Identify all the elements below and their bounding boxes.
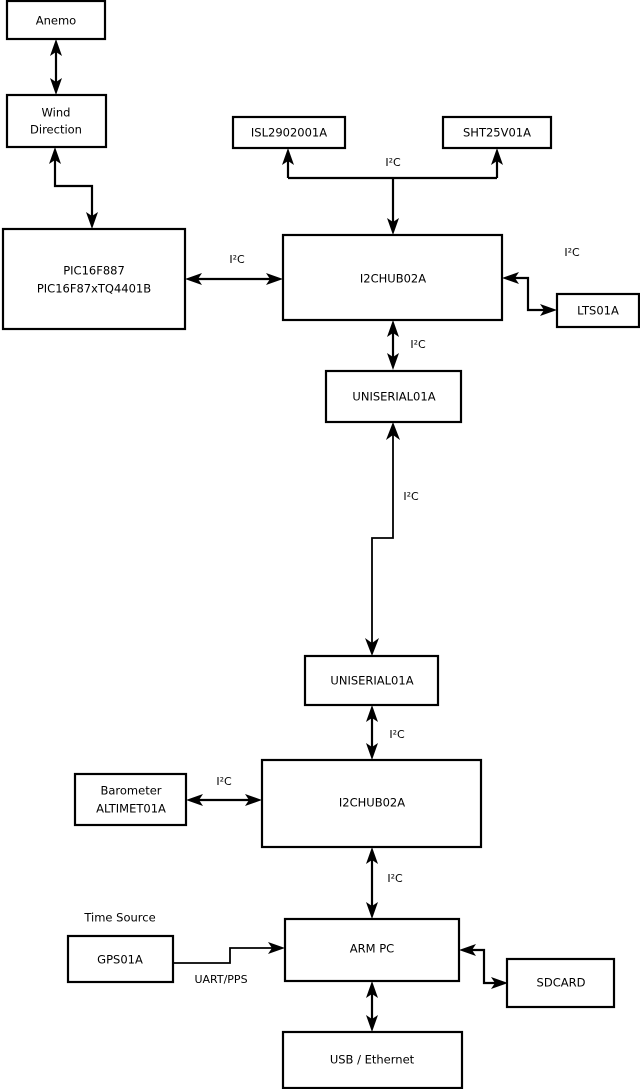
node-sht25v01a[interactable]: SHT25V01A bbox=[441, 115, 553, 150]
node-wind-direction[interactable]: Wind Direction bbox=[5, 93, 108, 149]
node-usb-ethernet[interactable]: USB / Ethernet bbox=[281, 1030, 464, 1089]
node-uniserial01a-lower[interactable]: UNISERIAL01A bbox=[303, 654, 440, 707]
edge-pic-wind-direction bbox=[49, 147, 98, 229]
node-label-isl2902001a: ISL2902001A bbox=[251, 126, 327, 140]
edge-label-gps-to-arm: UART/PPS bbox=[194, 973, 247, 986]
node-sdcard[interactable]: SDCARD bbox=[505, 957, 616, 1009]
node-gps01a[interactable]: GPS01A bbox=[66, 934, 175, 984]
arrow-head-right-icon bbox=[245, 794, 262, 806]
node-barometer[interactable]: Barometer ALTIMET01A bbox=[73, 772, 188, 827]
edge-pic-i2chub-top: I²C bbox=[185, 253, 283, 285]
node-i2chub02a-top[interactable]: I2CHUB02A bbox=[281, 233, 504, 322]
arrow-head-down-icon bbox=[365, 638, 379, 656]
node-label-i2chub02a-bottom: I2CHUB02A bbox=[339, 796, 405, 810]
arrow-head-right-icon bbox=[266, 273, 283, 285]
node-i2chub02a-bottom[interactable]: I2CHUB02A bbox=[260, 758, 483, 849]
edge-i2chub-top-lts01a: I²C bbox=[502, 246, 580, 316]
arrow-head-up-icon bbox=[366, 847, 378, 864]
node-label-wind-direction-line2: Direction bbox=[30, 123, 82, 137]
arrow-head-down-icon bbox=[387, 353, 399, 370]
node-lts01a[interactable]: LTS01A bbox=[555, 292, 640, 329]
arrow-head-up-icon bbox=[491, 148, 503, 165]
arrow-head-right-icon bbox=[268, 942, 285, 954]
node-arm-pc[interactable]: ARM PC bbox=[283, 917, 461, 983]
arrow-head-down-icon bbox=[366, 1015, 378, 1032]
arrow-head-up-icon bbox=[282, 148, 294, 165]
edge-i2chub-top-sensor-bus: I²C bbox=[282, 148, 503, 235]
arrow-head-up-icon bbox=[50, 39, 62, 56]
node-label-i2chub02a-top: I2CHUB02A bbox=[360, 272, 426, 286]
edge-i2chub-bottom-arm-pc: I²C bbox=[366, 847, 403, 919]
node-label-uniserial01a-lower: UNISERIAL01A bbox=[330, 674, 413, 688]
edge-arm-pc-usb-ethernet bbox=[366, 981, 378, 1032]
arrow-head-up-icon bbox=[386, 422, 400, 440]
node-label-lts01a: LTS01A bbox=[577, 304, 619, 318]
node-pic-microcontroller[interactable]: PIC16F887 PIC16F87xTQ4401B bbox=[1, 227, 187, 331]
arrow-head-down-icon bbox=[366, 743, 378, 760]
edge-i2chub-top-uniserial-upper: I²C bbox=[387, 320, 426, 370]
arrow-head-down-icon bbox=[387, 218, 399, 235]
arrow-head-up-icon bbox=[366, 981, 378, 998]
arrow-head-down-icon bbox=[50, 78, 62, 95]
node-label-barometer-line2: ALTIMET01A bbox=[96, 802, 166, 816]
node-label-barometer-line1: Barometer bbox=[100, 784, 161, 798]
arrow-head-up-icon bbox=[387, 320, 399, 337]
node-anemo[interactable]: Anemo bbox=[5, 0, 107, 41]
arrow-head-down-icon bbox=[86, 212, 98, 229]
arrow-head-right-icon bbox=[491, 977, 508, 989]
edge-label-hub-to-uniserial: I²C bbox=[410, 338, 426, 351]
edge-uniserial-lower-i2chub-bottom: I²C bbox=[366, 705, 405, 760]
node-isl2902001a[interactable]: ISL2902001A bbox=[231, 115, 347, 150]
edge-uniserial-upper-lower: I²C bbox=[365, 422, 419, 656]
arrow-head-left-icon bbox=[186, 794, 203, 806]
edge-label-barometer-to-hub: I²C bbox=[216, 775, 232, 788]
edge-label-hub-bottom-to-arm: I²C bbox=[387, 872, 403, 885]
arrow-head-left-icon bbox=[185, 273, 202, 285]
node-label-sdcard: SDCARD bbox=[537, 976, 586, 990]
node-label-sht25v01a: SHT25V01A bbox=[463, 126, 531, 140]
node-uniserial01a-upper[interactable]: UNISERIAL01A bbox=[324, 369, 463, 424]
edge-label-uniserial-to-hub-bottom: I²C bbox=[389, 728, 405, 741]
edge-arm-pc-sdcard bbox=[459, 944, 508, 989]
edge-label-pic-to-hub: I²C bbox=[229, 253, 245, 266]
arrow-head-right-icon bbox=[540, 304, 557, 316]
edge-label-sensor-bus: I²C bbox=[385, 156, 401, 169]
node-label-pic-line1: PIC16F887 bbox=[63, 264, 125, 278]
node-label-arm-pc: ARM PC bbox=[350, 942, 394, 956]
node-label-gps01a: GPS01A bbox=[97, 953, 143, 967]
arrow-head-down-icon bbox=[366, 902, 378, 919]
edge-label-uniserial-link: I²C bbox=[403, 490, 419, 503]
node-label-wind-direction-line1: Wind bbox=[42, 106, 71, 120]
node-label-anemo: Anemo bbox=[36, 14, 76, 28]
node-label-pic-line2: PIC16F87xTQ4401B bbox=[37, 282, 151, 296]
node-label-usb-ethernet: USB / Ethernet bbox=[330, 1053, 415, 1067]
edge-barometer-i2chub-bottom: I²C bbox=[186, 775, 262, 806]
edge-gps-arm-pc: UART/PPS bbox=[173, 942, 285, 986]
label-time-source: Time Source bbox=[83, 911, 155, 925]
edge-label-hub-to-lts: I²C bbox=[564, 246, 580, 259]
arrow-head-up-icon bbox=[366, 705, 378, 722]
arrow-head-left-icon bbox=[502, 272, 519, 284]
node-label-uniserial01a-upper: UNISERIAL01A bbox=[352, 390, 435, 404]
edge-anemo-wind-direction bbox=[50, 39, 62, 95]
arrow-head-up-icon bbox=[49, 147, 61, 164]
arrow-head-left-icon bbox=[459, 944, 476, 956]
